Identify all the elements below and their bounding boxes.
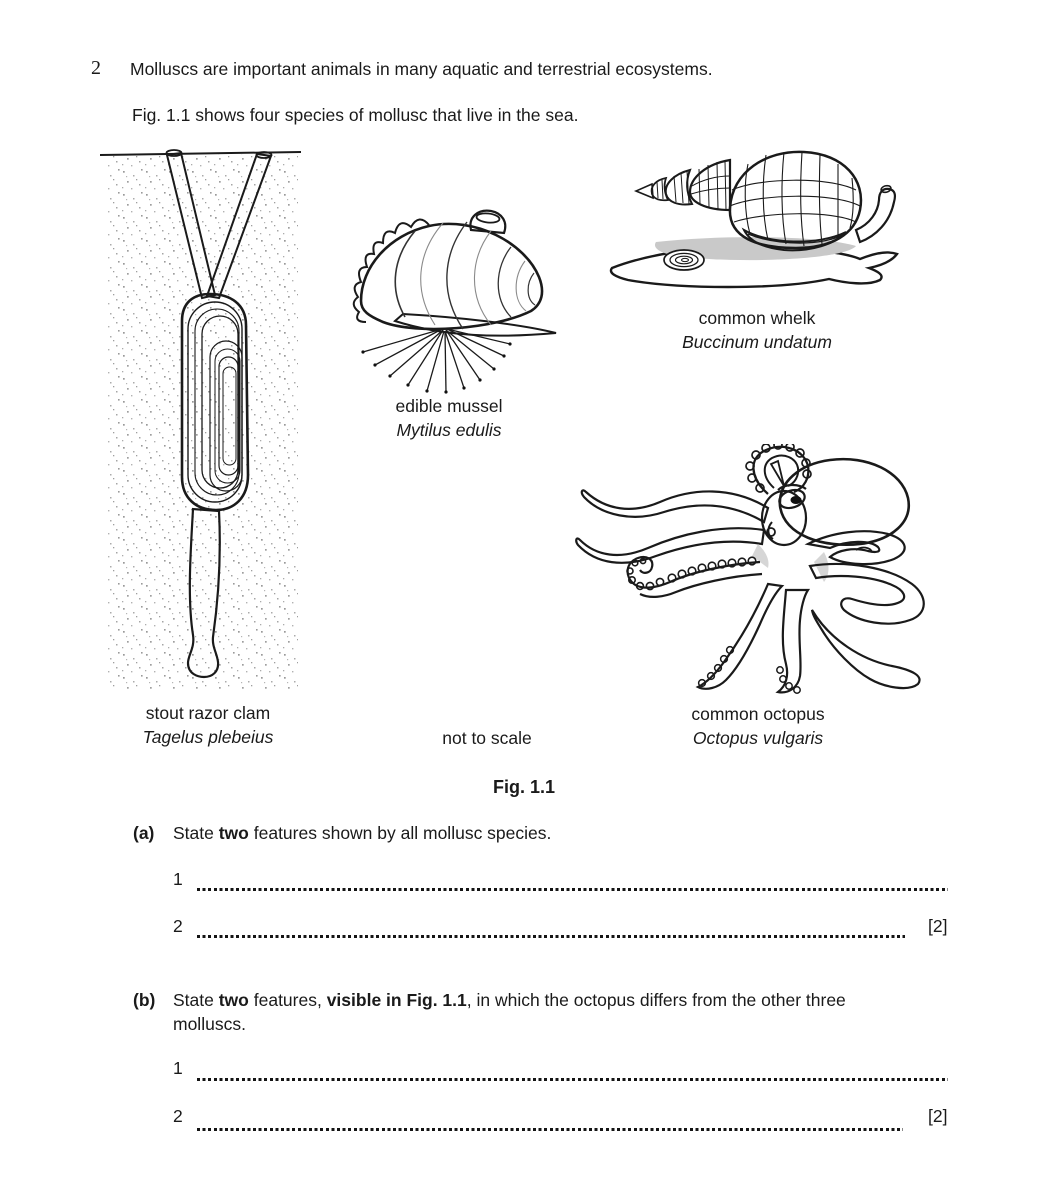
octopus-illustration — [572, 444, 934, 696]
part-a-question: State two features shown by all mollusc … — [173, 823, 552, 843]
part-b-question: State two features, visible in Fig. 1.1,… — [173, 990, 846, 1034]
razor-clam-illustration — [98, 145, 303, 695]
part-a-label: (a) — [133, 823, 155, 843]
mussel-label: edible mussel Mytilus edulis — [349, 394, 549, 442]
byssal-threads — [362, 328, 511, 393]
part-b-answer1-number: 1 — [173, 1058, 183, 1078]
suckers-spiral-arm — [626, 556, 757, 591]
octopus-latin-name: Octopus vulgaris — [692, 728, 824, 748]
mussel-latin-name: Mytilus edulis — [396, 420, 502, 440]
part-b-marks: [2] — [928, 1106, 948, 1126]
part-b-answer2-number: 2 — [173, 1106, 183, 1126]
figure-caption: Fig. 1.1 — [492, 777, 555, 797]
part-a-answer1-number: 1 — [173, 869, 183, 889]
whelk-illustration — [598, 142, 910, 304]
octopus-label: common octopus Octopus vulgaris — [638, 702, 878, 750]
suckers-curled-arm — [745, 444, 812, 493]
suckers-bottom-middle-arm — [776, 666, 801, 694]
part-b-answer2-line — [197, 1128, 903, 1131]
razor-clam-label: stout razor clam Tagelus plebeius — [98, 701, 318, 749]
whelk-drawing — [609, 150, 899, 289]
razor-clam-latin-name: Tagelus plebeius — [142, 727, 274, 747]
mussel-illustration — [345, 205, 565, 395]
octopus-drawing — [575, 444, 925, 694]
not-to-scale-note: not to scale — [442, 728, 532, 748]
intro-line-1: Molluscs are important animals in many a… — [130, 59, 713, 79]
suckers-bottom-left-arm — [697, 645, 735, 688]
question-number: 2 — [91, 57, 101, 79]
part-a-marks: [2] — [928, 916, 948, 936]
razor-clam-drawing — [99, 149, 302, 690]
mussel-drawing — [352, 209, 557, 394]
octopus-common-name: common octopus — [691, 704, 825, 724]
part-b-answer1-line — [197, 1078, 948, 1081]
intro-line-2: Fig. 1.1 shows four species of mollusc t… — [132, 105, 579, 125]
part-b-label: (b) — [133, 990, 156, 1010]
part-a-answer1-line — [197, 888, 948, 891]
whelk-latin-name: Buccinum undatum — [682, 332, 832, 352]
part-a-answer2-number: 2 — [173, 916, 183, 936]
part-a-answer2-line — [197, 935, 905, 938]
whelk-common-name: common whelk — [698, 308, 816, 328]
mussel-common-name: edible mussel — [395, 396, 503, 416]
whelk-label: common whelk Buccinum undatum — [637, 306, 877, 354]
razor-clam-common-name: stout razor clam — [145, 703, 271, 723]
